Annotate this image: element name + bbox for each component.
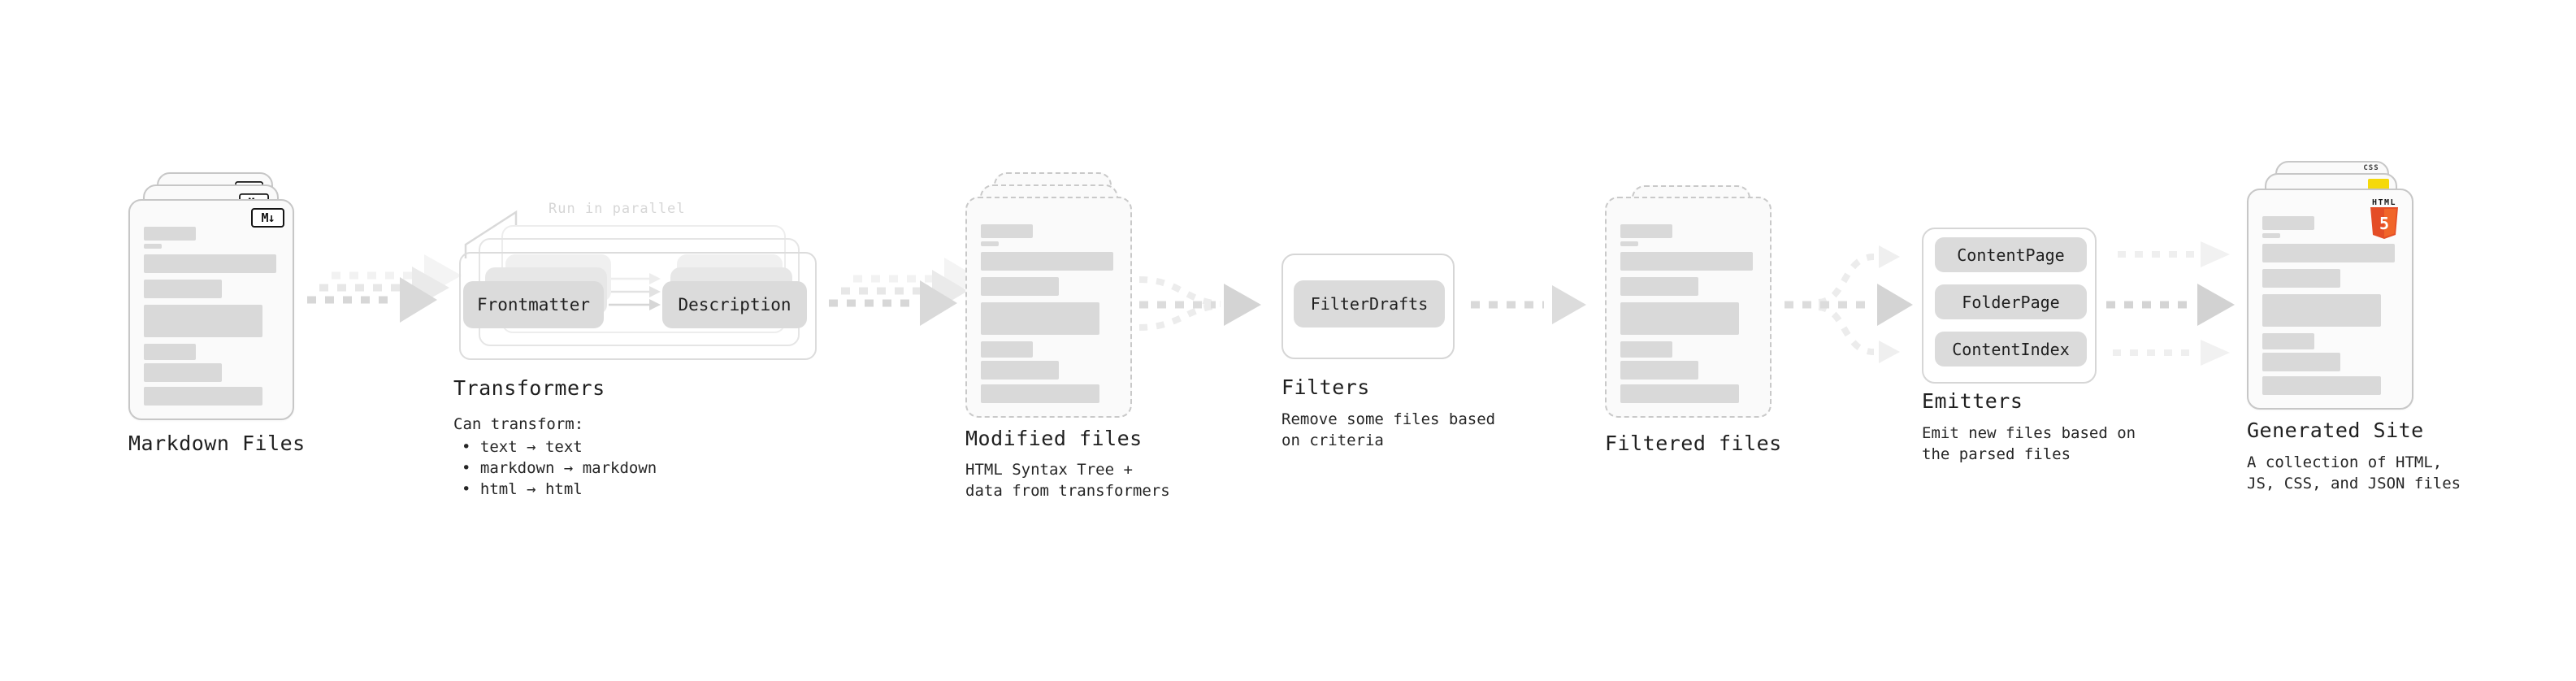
- transformer-pill-frontmatter: Frontmatter: [463, 281, 604, 328]
- text-placeholder-bar: [981, 384, 1099, 403]
- text-placeholder-bar: [1620, 224, 1672, 238]
- stage-label-filters: Filters: [1281, 375, 1370, 399]
- generated-site-desc: A collection of HTML, JS, CSS, and JSON f…: [2247, 452, 2461, 494]
- stage-label-generated-site: Generated Site: [2247, 419, 2424, 442]
- text-placeholder-bar: [2262, 269, 2340, 288]
- desc-line: the parsed files: [1922, 445, 2071, 463]
- bullet-text: text → text: [479, 438, 583, 456]
- text-placeholder-bar: [144, 254, 276, 273]
- emitters-desc: Emit new files based on the parsed files: [1922, 423, 2136, 465]
- bullet-icon: •: [462, 480, 471, 498]
- text-placeholder-bar: [144, 387, 262, 406]
- text-placeholder-bar: [144, 305, 262, 337]
- text-placeholder-bar: [981, 361, 1059, 380]
- text-placeholder-bar: [981, 241, 999, 246]
- text-placeholder-bar: [1620, 252, 1753, 271]
- text-placeholder-bar: [144, 280, 222, 298]
- text-placeholder-bar: [981, 341, 1033, 358]
- text-placeholder-bar: [2262, 376, 2381, 395]
- text-placeholder-bar: [1620, 384, 1739, 403]
- arrow-emitters-to-generated: [2106, 241, 2235, 366]
- text-placeholder-bar: [2262, 294, 2381, 327]
- text-placeholder-bar: [144, 227, 196, 241]
- run-in-parallel-annotation: Run in parallel: [549, 201, 686, 217]
- text-placeholder-bar: [1620, 241, 1638, 246]
- generated-html-card: HTML 5: [2247, 189, 2413, 410]
- modified-file-card-front: [965, 197, 1132, 418]
- html5-shield: 5: [2370, 207, 2398, 239]
- emitter-pill-folderpage: FolderPage: [1935, 284, 2087, 319]
- text-placeholder-bar: [1620, 361, 1698, 380]
- modified-files-desc: HTML Syntax Tree + data from transformers: [965, 459, 1170, 501]
- desc-line: on criteria: [1281, 432, 1384, 449]
- text-placeholder-bar: [981, 302, 1099, 335]
- transformer-pill-description: Description: [662, 281, 807, 328]
- transformer-box-front: [459, 252, 817, 360]
- text-placeholder-bar: [144, 363, 222, 382]
- text-placeholder-bar: [981, 252, 1113, 271]
- filters-desc: Remove some files based on criteria: [1281, 409, 1495, 451]
- arrow-filtered-to-emitters: [1785, 245, 1913, 363]
- filtered-file-card-front: [1605, 197, 1772, 418]
- text-placeholder-bar: [1620, 277, 1698, 296]
- stage-label-emitters: Emitters: [1922, 389, 2023, 413]
- arrow-transformers-to-modified: [829, 258, 980, 326]
- desc-line: Emit new files based on: [1922, 424, 2136, 442]
- text-placeholder-bar: [144, 244, 162, 249]
- text-placeholder-bar: [2262, 216, 2314, 230]
- svg-text:5: 5: [2379, 214, 2389, 233]
- desc-line: A collection of HTML,: [2247, 453, 2443, 471]
- text-placeholder-bar: [1620, 341, 1672, 358]
- text-placeholder-bar: [981, 224, 1033, 238]
- html5-word: HTML: [2371, 198, 2397, 207]
- text-placeholder-bar: [981, 277, 1059, 296]
- filter-pill-filterdrafts: FilterDrafts: [1294, 280, 1445, 327]
- desc-line: data from transformers: [965, 482, 1170, 500]
- emitter-pill-contentpage: ContentPage: [1935, 237, 2087, 272]
- text-placeholder-bar: [1620, 302, 1739, 335]
- arrow-filters-to-filtered: [1471, 285, 1586, 324]
- transformers-bullet: • text → text: [462, 436, 583, 458]
- html5-icon: HTML 5: [2366, 198, 2403, 243]
- arrow-modified-to-filters: [1138, 276, 1261, 331]
- text-placeholder-bar: [2262, 244, 2395, 262]
- bullet-text: html → html: [479, 480, 583, 498]
- markdown-file-card-front: M↓: [128, 199, 294, 420]
- css-word: CSS: [2363, 164, 2379, 172]
- desc-line: Remove some files based: [1281, 410, 1496, 428]
- markdown-icon: M↓: [251, 208, 284, 228]
- desc-line: JS, CSS, and JSON files: [2247, 475, 2461, 492]
- emitter-pill-contentindex: ContentIndex: [1935, 332, 2087, 367]
- transformers-bullet: • markdown → markdown: [462, 458, 657, 479]
- bullet-text: markdown → markdown: [479, 459, 657, 477]
- transformers-desc-title: Can transform:: [453, 415, 584, 433]
- text-placeholder-bar: [144, 344, 196, 360]
- text-placeholder-bar: [2262, 333, 2314, 349]
- bullet-icon: •: [462, 438, 471, 456]
- desc-line: HTML Syntax Tree +: [965, 461, 1133, 479]
- bullet-icon: •: [462, 459, 471, 477]
- stage-label-modified-files: Modified files: [965, 427, 1143, 450]
- transformers-bullet: • html → html: [462, 479, 583, 500]
- stage-label-markdown-files: Markdown Files: [128, 432, 306, 455]
- text-placeholder-bar: [2262, 233, 2280, 238]
- stage-label-transformers: Transformers: [453, 376, 605, 400]
- text-placeholder-bar: [2262, 353, 2340, 371]
- arrow-markdown-to-transformers: [307, 254, 462, 323]
- stage-label-filtered-files: Filtered files: [1605, 432, 1782, 455]
